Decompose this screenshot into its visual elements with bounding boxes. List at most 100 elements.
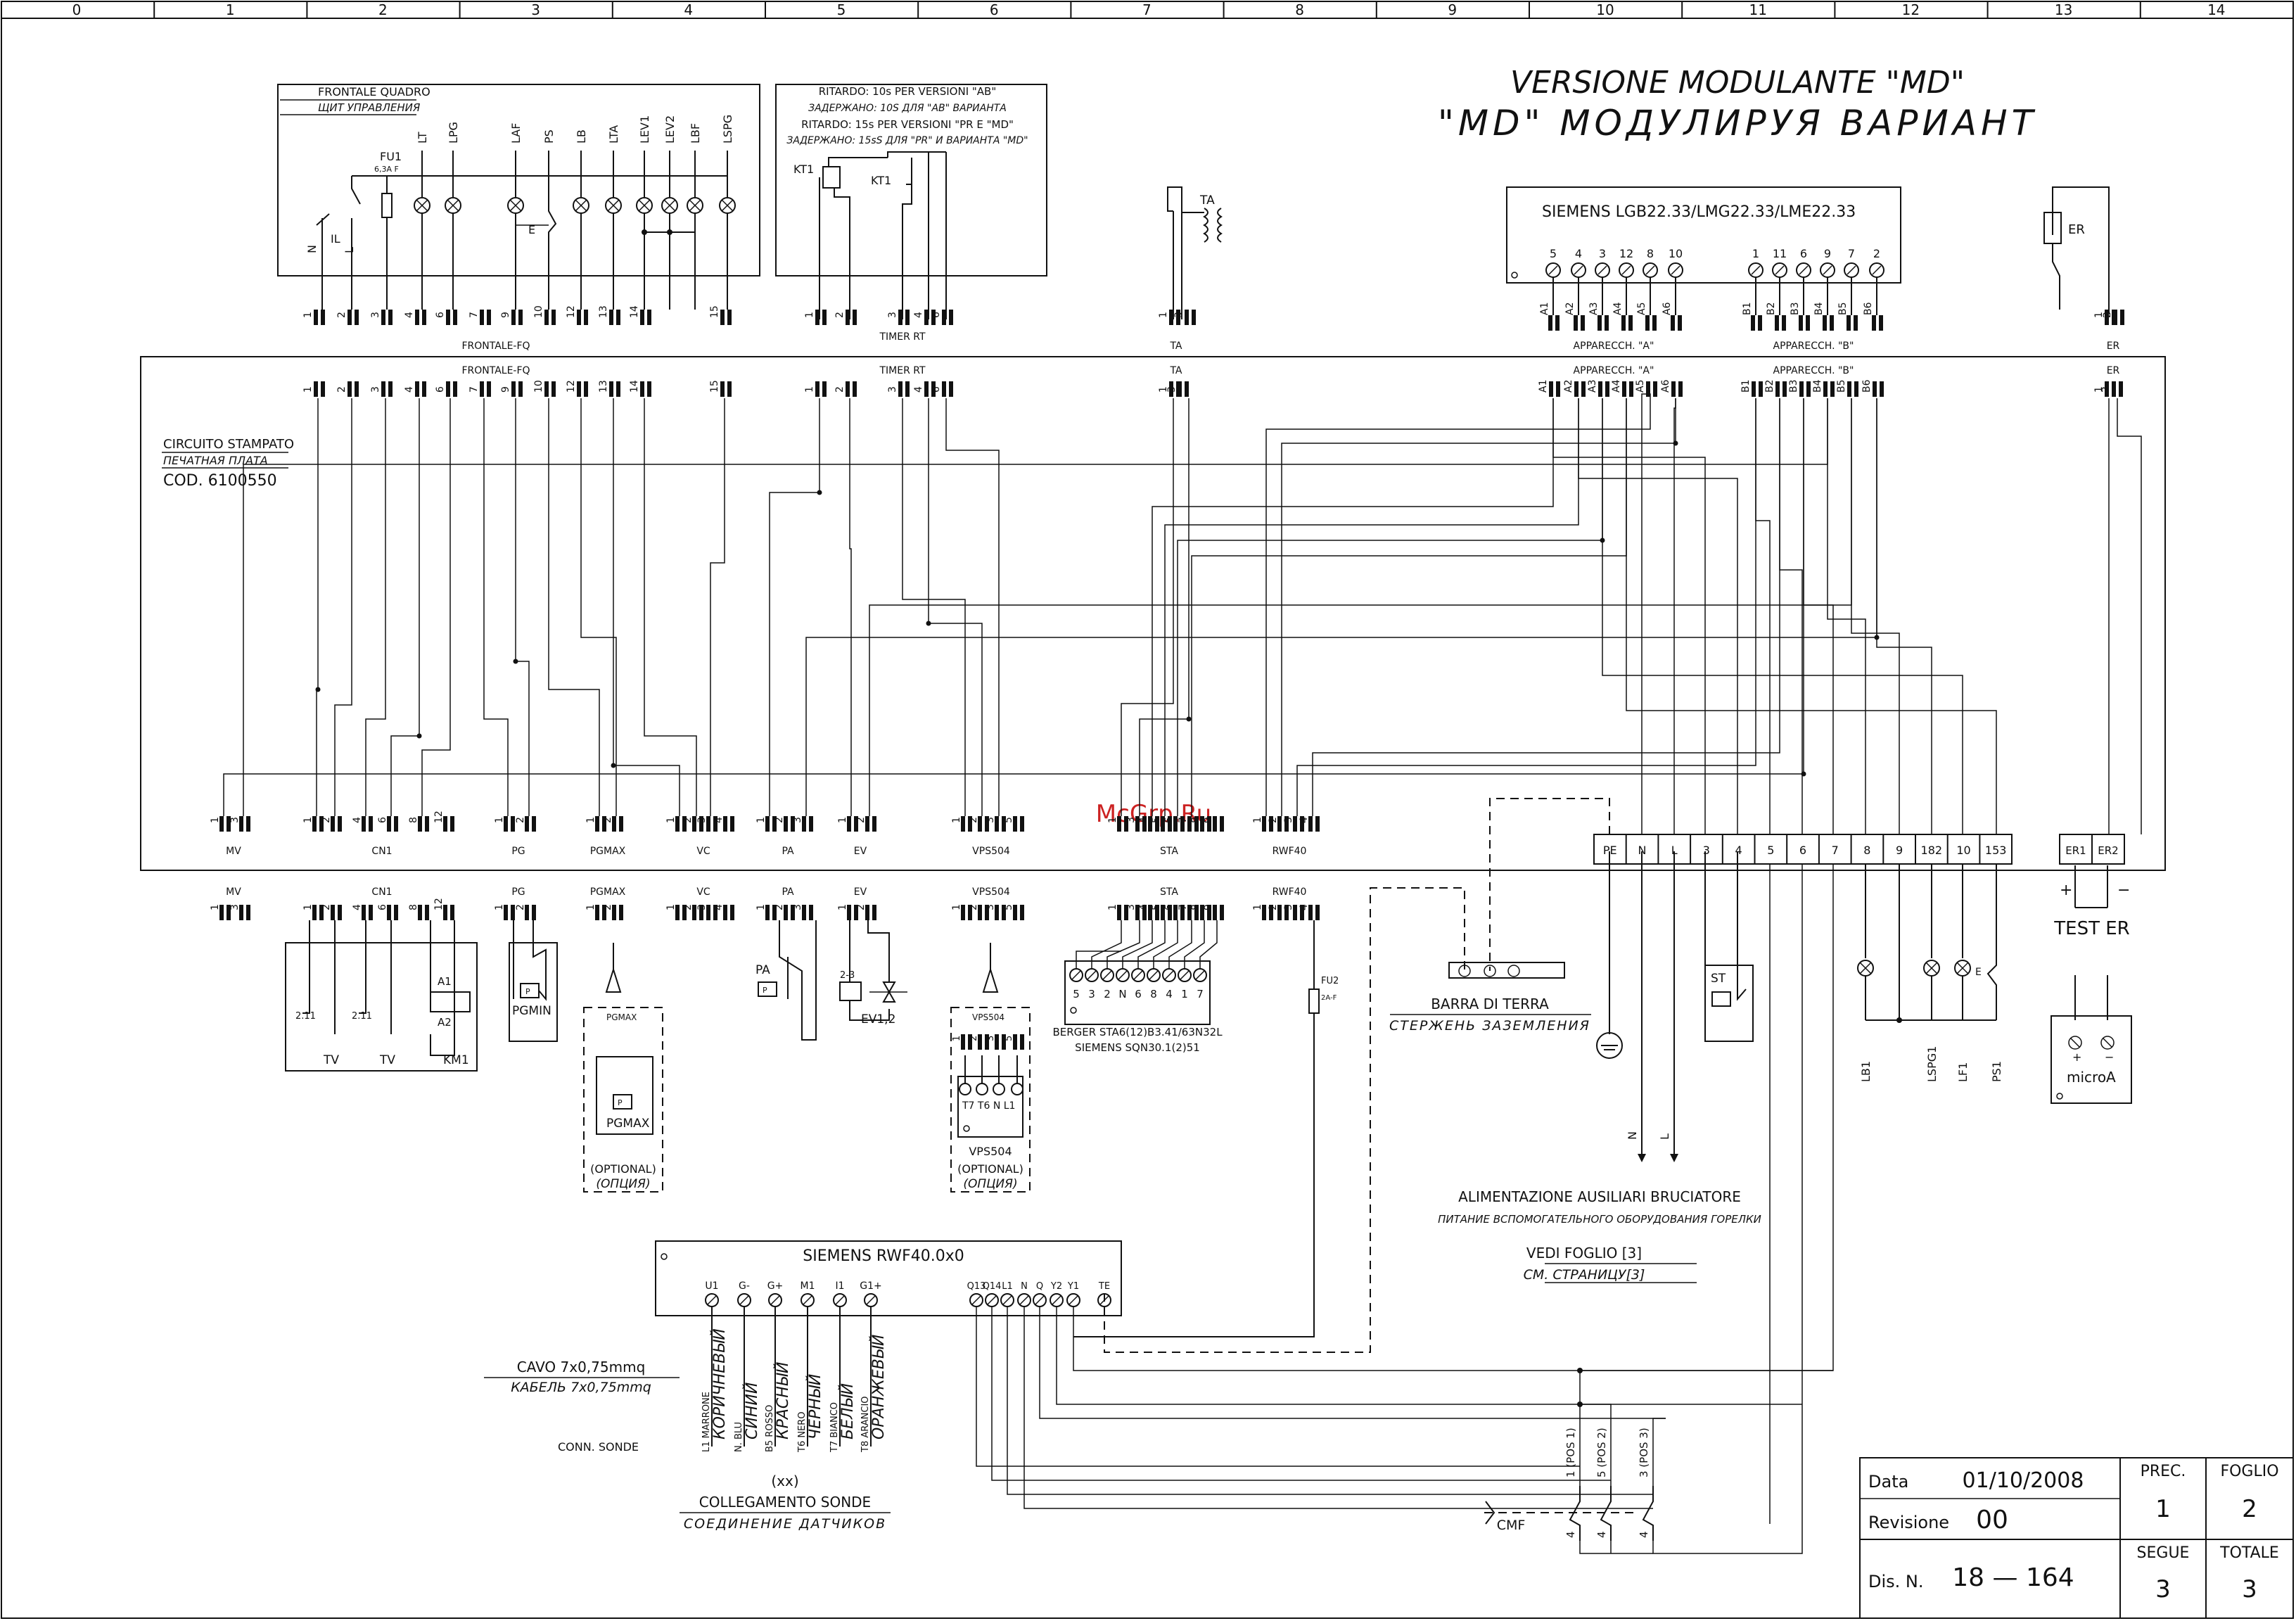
er-strip-er2: ER2	[2098, 844, 2118, 857]
siemens-terminal-pin	[1671, 315, 1675, 331]
device-connector-pin	[1117, 905, 1121, 920]
pcb-trace	[365, 398, 386, 816]
siemens-terminal-pin	[1751, 315, 1755, 331]
device-connector-pin-label: 3	[1125, 904, 1137, 910]
device-connector-pin	[809, 905, 813, 920]
pcb-top-pin-label: B5	[1836, 379, 1847, 393]
pcb-bottom-pin	[312, 816, 317, 832]
cn1-device-box: 2.11 2.11 A1 A2 TV TV KM1	[285, 920, 478, 1072]
pcb-top-pin-label: 3	[887, 386, 898, 393]
test-er-plus: +	[2060, 882, 2072, 899]
pcb-top-pin	[822, 381, 827, 397]
strip-terminal-6: 6	[1799, 844, 1806, 857]
pcb-bottom-pin	[394, 816, 398, 832]
pcb-top-pin	[1806, 381, 1811, 397]
cmf-bottom-label: 4	[1564, 1531, 1577, 1538]
terminal-strip-frame	[1593, 834, 2013, 865]
pcb-top-pin	[321, 381, 325, 397]
screw-slot	[1872, 265, 1882, 275]
pcb-bottom-pin	[1142, 816, 1147, 832]
timer-panel: RITARDO: 10s PER VERSIONI "AB" ЗАДЕРЖАНО…	[775, 84, 1047, 319]
device-connector-pin	[1187, 905, 1192, 920]
tb-dis-value: 18 — 164	[1952, 1563, 2074, 1592]
device-connector-pin-label: 1	[585, 904, 597, 910]
rwf-right-pin-label: N	[1021, 1281, 1028, 1292]
sta-wire	[1153, 920, 1178, 968]
pcb-trace	[1121, 398, 1174, 816]
cn1-tv2: TV	[379, 1053, 395, 1067]
relay-coil-kt1	[822, 166, 841, 189]
screw-slot	[1069, 1295, 1078, 1305]
trace-junction	[611, 763, 616, 768]
pcb-trace	[1265, 398, 1651, 816]
screw-slot	[803, 1295, 812, 1305]
alim-title: ALIMENTAZIONE AUSILIARI BRUCIATORE	[1458, 1188, 1741, 1205]
aux-supply-arrows: N L	[1626, 851, 1678, 1162]
sta-terminal-label: 4	[1166, 988, 1173, 1000]
device-connector-pin-label: 1	[837, 904, 848, 910]
cable-label-ru: КАБЕЛЬ 7x0,75mmq	[511, 1380, 651, 1395]
pcb-top-pin	[905, 381, 910, 397]
cmf-return	[1652, 864, 1803, 1554]
lamp-cross	[638, 199, 651, 212]
ruler-number-11: 11	[1749, 1, 1766, 18]
siemens-terminal-pin	[1830, 315, 1834, 331]
pcb-bottom-pin-label: 7	[1178, 817, 1189, 823]
ta-label: TA	[1199, 193, 1215, 208]
pcb-top-pin	[511, 381, 516, 397]
timer-terminal-pin	[822, 310, 827, 325]
siemens-terminal-pin	[1652, 315, 1657, 331]
device-connector-pin	[1135, 905, 1140, 920]
pcb-bottom-pin	[1262, 816, 1266, 832]
screw-slot	[987, 1295, 997, 1305]
pa-label: PA	[755, 963, 770, 977]
device-connector-pin	[1284, 905, 1289, 920]
device-connector-pin-label: 3	[985, 904, 996, 910]
timer-terminal-number: 4	[913, 312, 924, 318]
device-connector-pin-label: 5	[1003, 904, 1014, 910]
pcb-bottom-pin	[765, 816, 770, 832]
pcb-bottom-pin	[239, 816, 243, 832]
device-connector-pin	[612, 905, 616, 920]
strip-trace	[1755, 398, 1771, 834]
siemens-pin-number: 4	[1575, 247, 1582, 260]
pcb-bottom-pin	[730, 816, 734, 832]
screw-slot	[1574, 265, 1583, 275]
device-conn-name: EV	[854, 886, 867, 898]
sta-screw	[1178, 968, 1192, 982]
rwf-right-pin-label: L1	[1002, 1281, 1013, 1292]
device-connector-pin-label: 4	[713, 904, 725, 910]
pa-device: PA P	[755, 920, 817, 1041]
strip-terminal-7: 7	[1832, 844, 1839, 857]
vps-optional: (OPTIONAL)	[957, 1162, 1023, 1176]
rwf-right-pin-label: Q13	[967, 1281, 986, 1292]
ta-terminal-pin	[1169, 310, 1173, 325]
ev-label: EV1,2	[861, 1012, 895, 1026]
sta-screw	[1085, 968, 1099, 982]
rwf-output-wire	[1023, 1307, 1653, 1509]
ruler-number-8: 8	[1295, 1, 1304, 18]
ruler-number-6: 6	[990, 1, 999, 18]
rwf-left-pin-label: G+	[767, 1280, 784, 1292]
pcb-bottom-pin-label: 1	[1107, 817, 1118, 823]
siemens-terminal-label: B1	[1742, 302, 1753, 315]
pcb-top-pin-label: 6	[435, 386, 446, 393]
pcb-top-pin	[1605, 381, 1609, 397]
ruler-number-12: 12	[1902, 1, 1920, 18]
alim-see-ru: СМ. СТРАНИЦУ[3]	[1524, 1267, 1645, 1283]
er-connector-label-top: ER	[2107, 341, 2120, 352]
device-connector-pin-label: 4	[1299, 904, 1310, 910]
cmf-feed	[1580, 1404, 1612, 1486]
pcb-trace	[902, 398, 966, 816]
vps-optional-ru: (ОПЦИЯ)	[963, 1177, 1017, 1191]
pcb-bottom-pin-label: 5	[1003, 817, 1014, 823]
siemens-terminal-pin	[1555, 315, 1560, 331]
device-connector-pin	[525, 905, 529, 920]
pcb-top-pin	[609, 381, 613, 397]
svg-text:P: P	[618, 1098, 623, 1107]
siemens-pin-number: 12	[1619, 247, 1633, 260]
sta-screw	[1131, 968, 1145, 982]
pcb-top-pin	[347, 381, 352, 397]
